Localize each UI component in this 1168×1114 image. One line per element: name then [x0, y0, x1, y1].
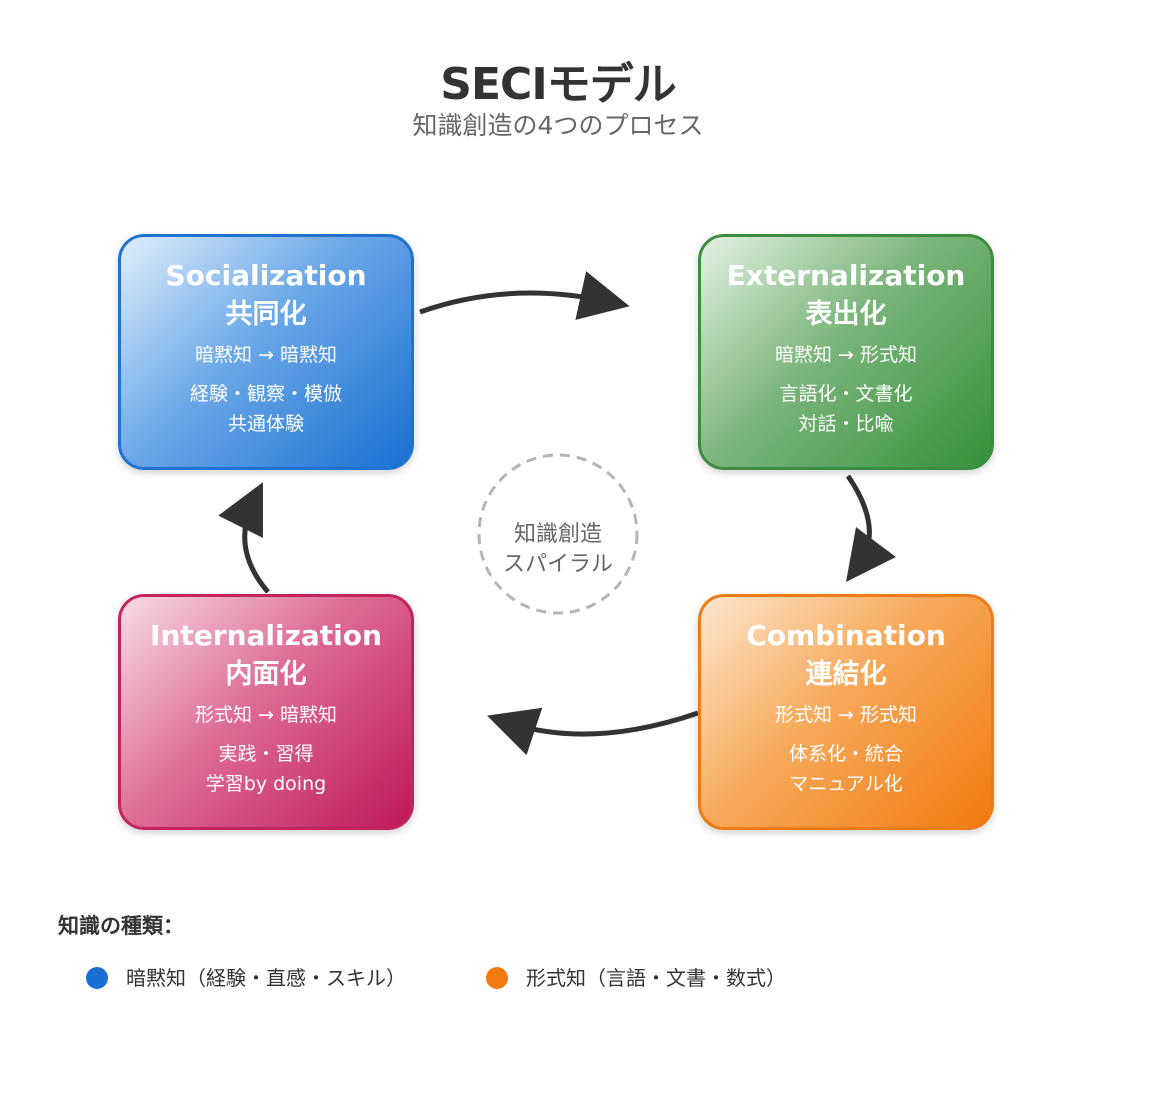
tacit-dot-icon — [86, 967, 108, 989]
legend-item-tacit: 暗黙知（経験・直感・スキル） — [86, 962, 406, 991]
externalization-title-en: Externalization — [726, 259, 966, 292]
combination-title-ja: 連結化 — [805, 659, 887, 690]
socialization-desc1: 経験・観察・模倣 — [189, 383, 342, 405]
internalization-flow: 形式知 → 暗黙知 — [195, 704, 337, 726]
combination-flow: 形式知 → 形式知 — [775, 704, 917, 726]
internalization-title-ja: 内面化 — [225, 659, 307, 690]
internalization-card: Internalization 内面化 形式知 → 暗黙知 実践・習得 学習by… — [118, 594, 414, 830]
arrow-internalization-to-socialization — [218, 482, 270, 594]
center-spiral-label: 知識創造 スパイラル — [478, 520, 638, 580]
socialization-title-ja: 共同化 — [225, 299, 307, 330]
center-spiral-circle — [477, 453, 639, 615]
combination-card: Combination 連結化 形式知 → 形式知 体系化・統合 マニュアル化 — [698, 594, 994, 830]
arrow-externalization-to-combination — [845, 474, 896, 583]
socialization-desc2: 共通体験 — [227, 413, 304, 435]
arrow-combination-to-internalization — [487, 707, 699, 756]
externalization-title-ja: 表出化 — [805, 299, 887, 330]
internalization-desc1: 実践・習得 — [218, 743, 314, 765]
legend-tacit-label: 暗黙知（経験・直感・スキル） — [126, 966, 406, 990]
arrow-socialization-to-externalization — [419, 271, 630, 320]
legend-item-explicit: 形式知（言語・文書・数式） — [486, 962, 786, 991]
socialization-card: Socialization 共同化 暗黙知 → 暗黙知 経験・観察・模倣 共通体… — [118, 234, 414, 470]
externalization-desc1: 言語化・文書化 — [779, 383, 913, 405]
diagram-subtitle: 知識創造の4つのプロセス — [412, 111, 704, 140]
center-label-line1: 知識創造 — [513, 522, 602, 547]
combination-desc1: 体系化・統合 — [788, 743, 903, 765]
internalization-title-en: Internalization — [150, 619, 382, 652]
externalization-card: Externalization 表出化 暗黙知 → 形式知 言語化・文書化 対話… — [698, 234, 994, 470]
externalization-flow: 暗黙知 → 形式知 — [775, 344, 917, 366]
externalization-desc2: 対話・比喩 — [798, 413, 894, 435]
legend-explicit-label: 形式知（言語・文書・数式） — [526, 966, 786, 990]
internalization-desc2: 学習by doing — [205, 773, 327, 795]
combination-title-en: Combination — [746, 619, 946, 652]
center-label-line2: スパイラル — [502, 552, 613, 577]
socialization-flow: 暗黙知 → 暗黙知 — [195, 344, 337, 366]
diagram-title: SECIモデル — [440, 59, 676, 110]
socialization-title-en: Socialization — [165, 259, 367, 292]
legend-title: 知識の種類： — [58, 914, 184, 938]
explicit-dot-icon — [486, 967, 508, 989]
combination-desc2: マニュアル化 — [789, 773, 903, 795]
